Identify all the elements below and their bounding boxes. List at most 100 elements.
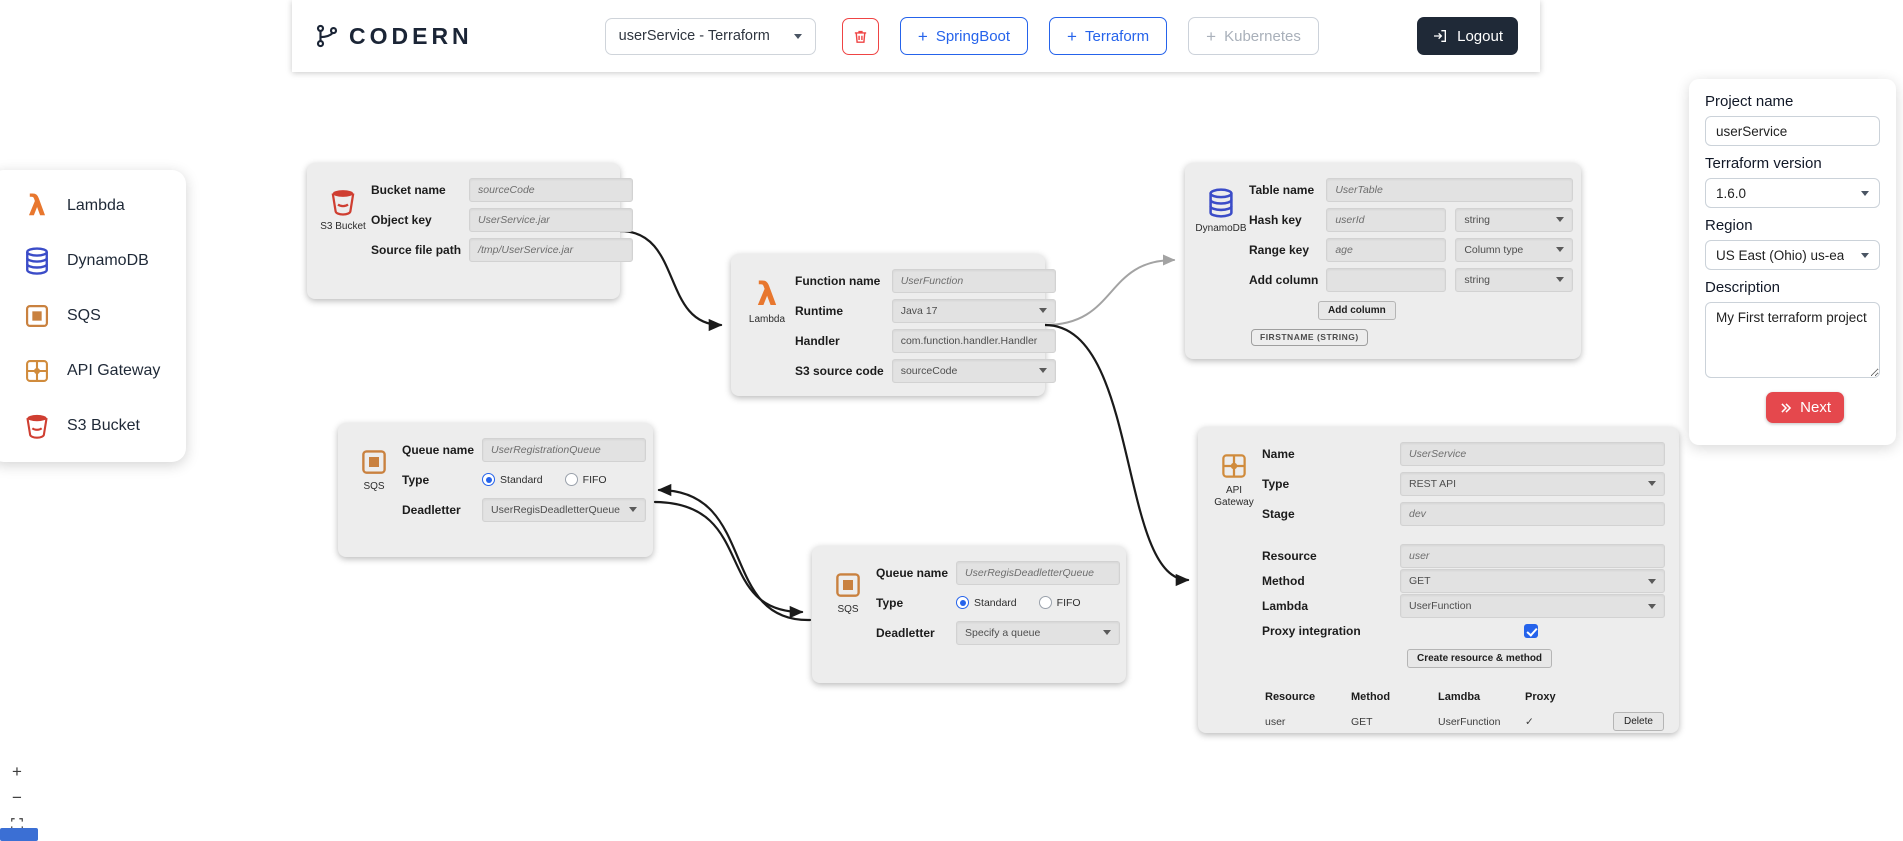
deadletter-select[interactable]: UserRegisDeadletterQueue <box>482 497 647 522</box>
api-type-select[interactable]: REST API <box>1400 471 1665 496</box>
object-key-input[interactable]: UserService.jar <box>469 207 634 232</box>
range-key-type-value: Column type <box>1464 243 1524 256</box>
queue-name-input[interactable]: UserRegisDeadletterQueue <box>956 560 1121 585</box>
logout-button[interactable]: Logout <box>1417 17 1518 55</box>
queue-name-input[interactable]: UserRegistrationQueue <box>482 437 647 462</box>
next-button[interactable]: Next <box>1766 392 1844 423</box>
range-key-type-select[interactable]: Column type <box>1455 237 1574 262</box>
standard-radio[interactable] <box>482 473 496 486</box>
chevron-down-icon <box>1103 630 1112 635</box>
api-name-input[interactable]: UserService <box>1400 441 1665 466</box>
lambda-icon: λ <box>756 275 778 313</box>
fifo-radio[interactable] <box>564 473 578 486</box>
zoom-in-button[interactable]: + <box>4 760 30 784</box>
sqs-icon <box>362 450 386 474</box>
resource-input[interactable]: user <box>1400 544 1665 568</box>
radio-label: Standard <box>500 473 543 486</box>
api-gateway-node[interactable]: API Gateway Name UserService Type REST A… <box>1198 427 1679 733</box>
region-select[interactable]: US East (Ohio) us-ea <box>1705 240 1880 270</box>
edge-lambda-to-apigateway[interactable] <box>1043 323 1190 587</box>
chevron-down-icon <box>629 507 638 512</box>
zoom-out-button[interactable]: − <box>4 786 30 810</box>
field-label: Queue name <box>876 565 949 580</box>
edge-s3-to-lambda[interactable] <box>618 229 723 332</box>
logout-icon <box>1434 30 1447 42</box>
s3-source-select-value: sourceCode <box>900 364 958 377</box>
node-icon-column: SQS <box>346 433 402 547</box>
radio-label: FIFO <box>1056 596 1081 609</box>
lambda-select[interactable]: UserFunction <box>1400 594 1665 618</box>
chevron-down-icon <box>1861 252 1869 258</box>
edge-deadletter-to-queue[interactable] <box>657 483 812 622</box>
field-label: Type <box>402 472 430 487</box>
node-type-label: Lambda <box>748 314 786 325</box>
create-resource-button[interactable]: Create resource & method <box>1407 649 1553 668</box>
chevron-down-icon <box>793 33 802 39</box>
sqs-deadletter-node[interactable]: SQS Queue name UserRegisDeadletterQueue … <box>812 546 1126 683</box>
s3-source-select[interactable]: sourceCode <box>891 358 1056 383</box>
s3-bucket-icon <box>20 409 54 443</box>
field-label: Function name <box>795 273 881 288</box>
app-header: CODERN userService - Terraform + SpringB… <box>292 0 1540 72</box>
sqs-registration-node[interactable]: SQS Queue name UserRegistrationQueue Typ… <box>338 423 653 557</box>
dynamodb-node[interactable]: DynamoDB Table name UserTable Hash key u… <box>1185 163 1581 359</box>
lambda-icon: λ <box>28 189 46 222</box>
bucket-name-input[interactable]: sourceCode <box>469 177 634 202</box>
add-column-input[interactable] <box>1326 267 1447 292</box>
radio-label: FIFO <box>582 473 607 486</box>
add-kubernetes-button[interactable]: + Kubernetes <box>1188 17 1319 55</box>
delete-workspace-button[interactable] <box>841 17 879 55</box>
node-icon-column: S3 Bucket <box>315 173 371 289</box>
runtime-select[interactable]: Java 17 <box>891 298 1056 323</box>
hash-key-input[interactable]: userId <box>1326 207 1447 232</box>
node-type-label: SQS <box>363 481 385 492</box>
field-label: Bucket name <box>371 182 446 197</box>
add-column-type-select[interactable]: string <box>1455 267 1574 292</box>
method-select[interactable]: GET <box>1400 569 1665 593</box>
lambda-node[interactable]: λ Lambda Function name UserFunction Runt… <box>731 254 1056 396</box>
edge-lambda-to-dynamodb[interactable] <box>1044 254 1176 326</box>
palette-item-label: Lambda <box>67 197 125 214</box>
api-gateway-icon <box>1222 454 1246 478</box>
proxy-integration-checkbox[interactable] <box>1524 624 1538 638</box>
delete-row-button[interactable]: Delete <box>1613 712 1664 731</box>
trash-icon <box>854 30 867 43</box>
project-name-input[interactable] <box>1705 116 1880 146</box>
fifo-radio[interactable] <box>1038 596 1052 609</box>
add-column-button[interactable]: Add column <box>1318 301 1396 320</box>
stage-input[interactable]: dev <box>1400 501 1665 526</box>
source-file-path-input[interactable]: /tmp/UserService.jar <box>469 237 634 262</box>
plus-icon: + <box>1206 26 1217 46</box>
add-springboot-button[interactable]: + SpringBoot <box>899 17 1029 55</box>
chevron-down-icon <box>1648 481 1656 486</box>
description-textarea[interactable]: My First terraform project <box>1705 302 1880 378</box>
flow-attribution-badge[interactable] <box>0 828 38 841</box>
deadletter-select[interactable]: Specify a queue <box>956 620 1121 645</box>
fit-view-button[interactable] <box>4 812 30 836</box>
palette-item-sqs[interactable]: SQS <box>20 291 186 342</box>
add-terraform-button[interactable]: + Terraform <box>1049 17 1168 55</box>
handler-input[interactable]: com.function.handler.Handler <box>891 328 1056 353</box>
edge-queue-to-deadletter[interactable] <box>653 500 804 619</box>
node-fields: Name UserService Type REST API Stage dev… <box>1262 437 1665 731</box>
brand-name: CODERN <box>349 22 473 49</box>
workspace-select[interactable]: userService - Terraform <box>604 17 816 55</box>
palette-item-lambda[interactable]: λ Lambda <box>20 181 186 232</box>
canvas-controls: + − <box>4 760 30 836</box>
check-icon: ✓ <box>1525 715 1534 728</box>
terraform-version-select[interactable]: 1.6.0 <box>1705 178 1880 208</box>
palette-item-dynamodb[interactable]: DynamoDB <box>20 236 186 287</box>
palette-item-s3-bucket[interactable]: S3 Bucket <box>20 401 186 452</box>
range-key-input[interactable]: age <box>1326 237 1447 262</box>
field-label: Deadletter <box>402 502 461 517</box>
s3-bucket-node[interactable]: S3 Bucket Bucket name sourceCode Object … <box>307 163 634 299</box>
palette-item-label: S3 Bucket <box>67 417 140 434</box>
branch-icon <box>316 24 338 48</box>
standard-radio[interactable] <box>956 596 970 609</box>
function-name-input[interactable]: UserFunction <box>891 268 1056 293</box>
table-name-input[interactable]: UserTable <box>1326 177 1574 202</box>
hash-key-type-select[interactable]: string <box>1455 207 1574 232</box>
palette-item-api-gateway[interactable]: API Gateway <box>20 346 186 397</box>
column-chip[interactable]: FIRSTNAME (STRING) <box>1251 328 1368 346</box>
api-gateway-icon <box>20 354 54 388</box>
